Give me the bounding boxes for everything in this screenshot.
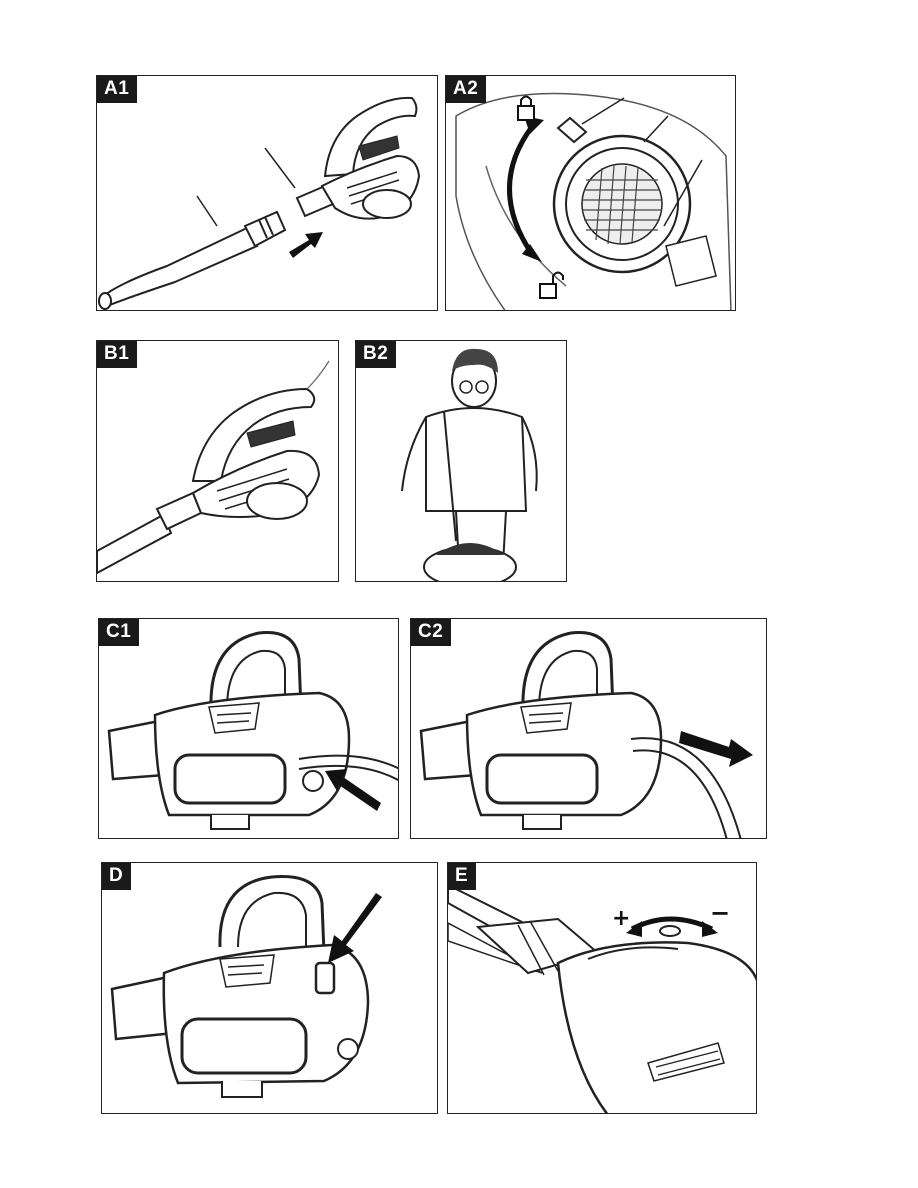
blower-assembled-illustration [97, 341, 339, 582]
speed-control-illustration: + − [448, 863, 757, 1114]
person-illustration [356, 341, 567, 582]
cable-pull-illustration [411, 619, 767, 839]
panel-label: E [448, 863, 476, 890]
arrow-icon [289, 232, 323, 258]
panel-d: D [101, 862, 438, 1114]
panel-b1: B1 [96, 340, 339, 582]
intake-cover-illustration [446, 76, 736, 311]
cable-hook-illustration [99, 619, 399, 839]
arrow-icon [328, 893, 382, 963]
panel-c1: C1 [98, 618, 399, 839]
minus-label: − [710, 899, 730, 927]
panel-label: B1 [97, 341, 137, 368]
panel-c2: C2 [410, 618, 767, 839]
power-switch-illustration [102, 863, 438, 1114]
arrow-icon [679, 731, 753, 767]
panel-label: C2 [411, 619, 451, 646]
plus-label: + [612, 906, 630, 931]
panel-a1: A1 [96, 75, 438, 311]
panel-label: A2 [446, 76, 486, 103]
blower-tube-assembly-illustration [97, 76, 438, 311]
power-switch [316, 963, 334, 993]
panel-e: + − E [447, 862, 757, 1114]
panel-a2: A2 [445, 75, 736, 311]
panel-label: B2 [356, 341, 396, 368]
panel-label: C1 [99, 619, 139, 646]
panel-label: D [102, 863, 131, 890]
panel-b2: B2 [355, 340, 567, 582]
panel-label: A1 [97, 76, 137, 103]
